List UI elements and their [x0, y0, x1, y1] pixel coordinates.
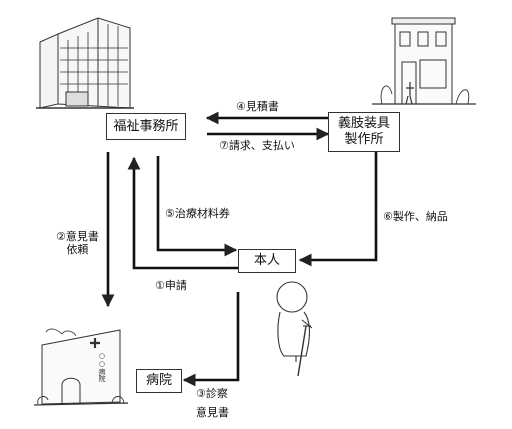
connectors — [101, 111, 378, 387]
welfare-office-label: 福祉事務所 — [113, 118, 179, 134]
label-estimate: ④見積書 — [236, 100, 279, 113]
label-opinion-request-line2: 依頼 — [66, 243, 89, 256]
label-exam: ③診察 意見書 — [196, 387, 229, 419]
hospital-sign: ○○病院 — [98, 352, 106, 383]
person-with-crutch-icon — [276, 281, 313, 377]
label-application: ①申請 — [155, 279, 187, 292]
office-building-icon — [36, 17, 134, 109]
hospital-building-icon — [33, 328, 129, 406]
line-application — [127, 156, 238, 270]
label-exam-line1: ③診察 — [196, 387, 228, 400]
welfare-office-node: 福祉事務所 — [106, 113, 186, 140]
label-treatment-voucher: ⑤治療材料券 — [165, 207, 230, 220]
prosthetics-maker-node: 義肢装具 製作所 — [328, 112, 400, 152]
hospital-node: 病院 — [136, 369, 182, 393]
label-production: ⑥製作、納品 — [383, 210, 448, 223]
line-production — [298, 150, 378, 267]
label-exam-line2: 意見書 — [196, 406, 229, 419]
label-billing: ⑦請求、支払い — [219, 139, 295, 152]
workshop-building-icon — [372, 17, 476, 105]
person-node: 本人 — [238, 249, 296, 273]
person-label: 本人 — [253, 253, 280, 268]
line-exam — [182, 292, 240, 387]
line-treatment-voucher — [156, 156, 238, 257]
maker-label-line1: 義肢装具 — [337, 116, 390, 131]
hospital-label: 病院 — [145, 373, 172, 388]
maker-label-line2: 製作所 — [344, 132, 384, 147]
label-opinion-request-line1: ②意見書 — [56, 230, 99, 243]
label-opinion-request: ②意見書 依頼 — [56, 230, 99, 256]
